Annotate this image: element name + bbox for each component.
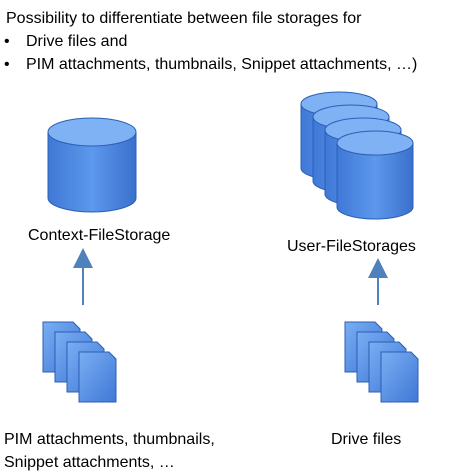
bullet-marker: • [4, 56, 10, 73]
drive-files-label: Drive files [331, 431, 402, 448]
bullet-text: PIM attachments, thumbnails, Snippet att… [26, 56, 418, 73]
drive-files-document-stack-icon [344, 321, 419, 403]
context-filestorage-label: Context-FileStorage [28, 227, 171, 244]
context-filestorage-database-icon [47, 117, 137, 213]
bullet-text: Drive files and [26, 33, 128, 50]
intro-heading: Possibility to differentiate between fil… [6, 10, 362, 27]
pim-attachments-label-line1: PIM attachments, thumbnails, [4, 431, 215, 448]
bullet-item-drive-files: • Drive files and [4, 32, 127, 52]
bullet-item-pim-attachments: • PIM attachments, thumbnails, Snippet at… [4, 55, 417, 75]
pim-attachments-document-stack-icon [42, 321, 117, 403]
bullet-marker: • [4, 33, 10, 50]
pim-attachments-label-line2: Snippet attachments, … [4, 454, 175, 471]
user-filestorages-label: User-FileStorages [287, 238, 416, 255]
user-filestorages-database-stack-icon [300, 91, 414, 220]
